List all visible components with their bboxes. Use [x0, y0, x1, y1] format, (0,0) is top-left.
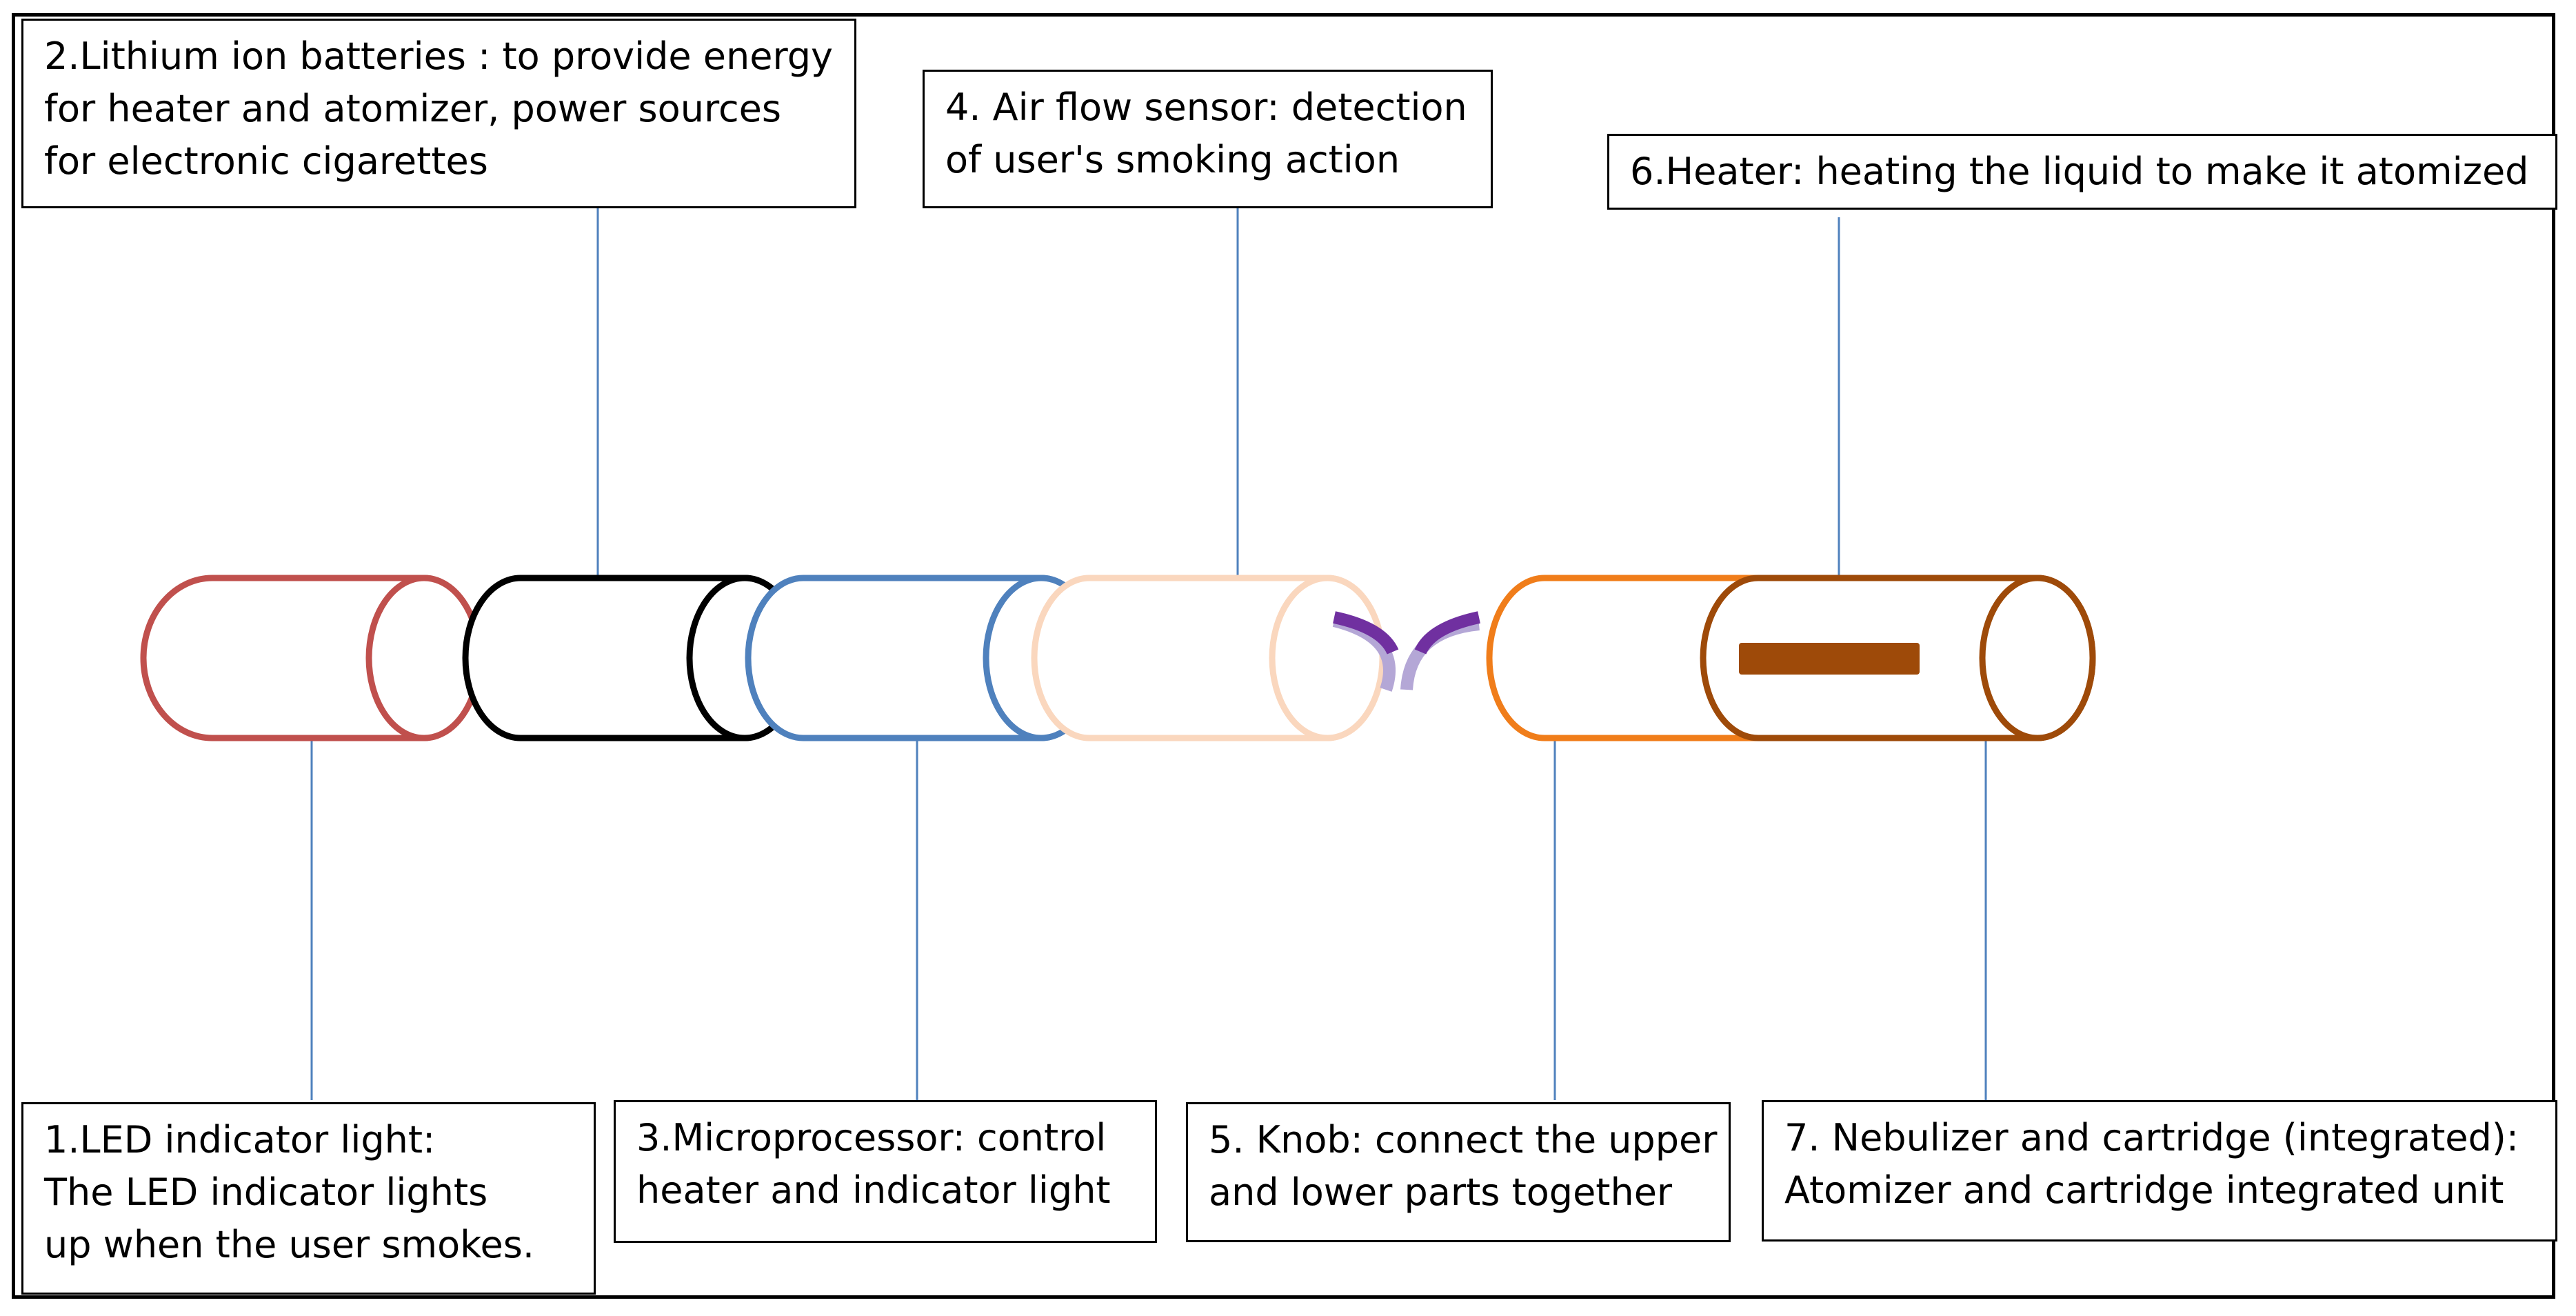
label-knob-line-2: and lower parts together [1209, 1170, 1673, 1214]
label-airflow-line-1: 4. Air flow sensor: detection [945, 86, 1467, 129]
label-nebulizer-line-2: Atomizer and cartridge integrated unit [1784, 1168, 2504, 1212]
label-heater-line-1: 6.Heater: heating the liquid to make it … [1630, 150, 2529, 193]
label-nebulizer-line-1: 7. Nebulizer and cartridge (integrated): [1784, 1116, 2519, 1159]
label-nebulizer-cartridge: 7. Nebulizer and cartridge (integrated):… [1762, 1100, 2557, 1242]
label-airflow-line-2: of user's smoking action [945, 138, 1400, 181]
label-led-line-2: The LED indicator lights [44, 1170, 488, 1214]
label-microprocessor-line-2: heater and indicator light [636, 1168, 1111, 1212]
led-cylinder [140, 575, 483, 741]
label-knob: 5. Knob: connect the upper and lower par… [1186, 1102, 1731, 1242]
label-battery-line-3: for electronic cigarettes [44, 139, 488, 183]
label-battery: 2.Lithium ion batteries : to provide ene… [21, 19, 856, 208]
label-battery-line-1: 2.Lithium ion batteries : to provide ene… [44, 34, 833, 78]
diagram-frame [12, 13, 2555, 1299]
label-led-line-3: up when the user smokes. [44, 1223, 535, 1266]
label-led-line-1: 1.LED indicator light: [44, 1118, 436, 1162]
label-airflow-sensor: 4. Air flow sensor: detection of user's … [923, 70, 1493, 208]
label-knob-line-1: 5. Knob: connect the upper [1209, 1118, 1718, 1162]
airflow-sensor-cylinder [1031, 575, 1386, 741]
heater-element [1739, 643, 1920, 675]
knob-arc-upper-right [1414, 611, 1480, 655]
leader-lines [310, 207, 1987, 1100]
label-battery-line-2: for heater and atomizer, power sources [44, 87, 782, 130]
label-microprocessor: 3.Microprocessor: control heater and ind… [614, 1100, 1157, 1243]
knob-connector [1332, 611, 1480, 692]
knob-arc-upper-left-visible [1333, 611, 1399, 655]
label-heater: 6.Heater: heating the liquid to make it … [1607, 134, 2557, 210]
label-led-indicator: 1.LED indicator light: The LED indicator… [21, 1102, 596, 1295]
label-microprocessor-line-1: 3.Microprocessor: control [636, 1116, 1107, 1159]
